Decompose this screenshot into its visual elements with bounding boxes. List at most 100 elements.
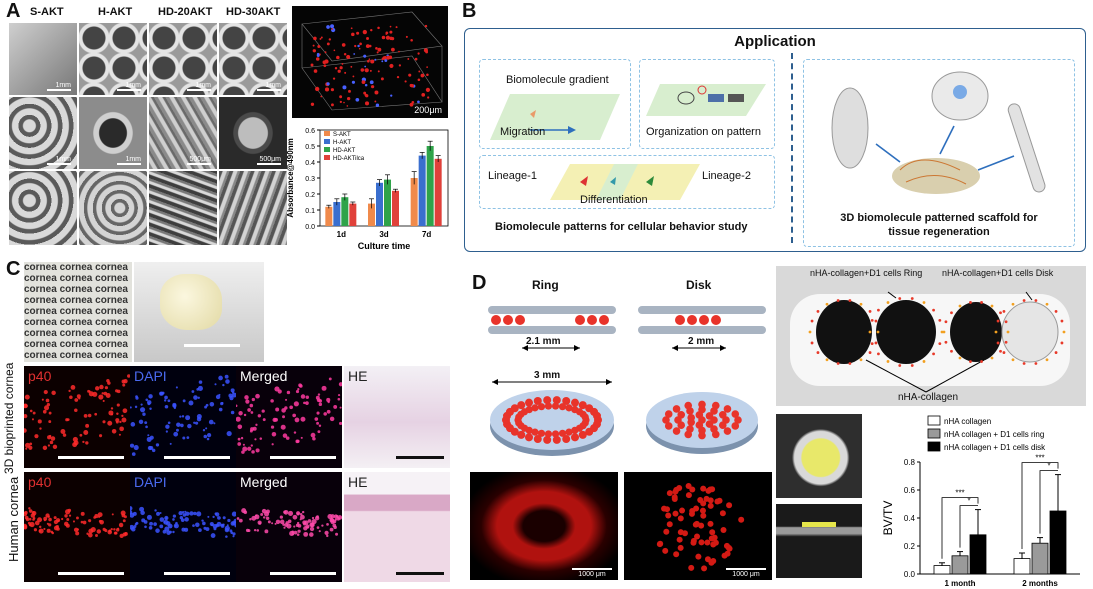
cell-dot: [810, 319, 814, 323]
cell-bead: [578, 430, 587, 439]
cell-dot: [874, 341, 878, 345]
nucleus: [163, 399, 167, 402]
nucleus: [24, 394, 30, 400]
cell-bead: [677, 411, 686, 419]
cornea-text-row: cornea cornea cornea: [24, 328, 128, 339]
nucleus: [259, 437, 263, 440]
bar: [951, 555, 969, 575]
nucleus: [173, 431, 179, 437]
right-caption-line1: 3D biomolecule patterned scaffold for: [840, 212, 1038, 224]
nucleus: [24, 512, 28, 517]
nucleus: [288, 510, 294, 516]
nucleus: [153, 522, 157, 526]
cell-bead: [711, 430, 720, 439]
nucleus: [115, 418, 120, 423]
cell-dot: [726, 545, 733, 552]
nucleus: [98, 394, 104, 400]
row-label-bioprinted: 3D bioprinted cornea: [2, 362, 16, 474]
cell-dot: [396, 75, 400, 79]
divider: [791, 53, 793, 243]
cell-dot: [343, 52, 347, 56]
cell-bead: [571, 398, 579, 407]
nucleus: [167, 399, 171, 403]
cell-bead: [537, 429, 546, 437]
nucleus: [241, 508, 247, 514]
nucleus: [74, 398, 79, 402]
nucleus: [230, 388, 235, 393]
nucleus: [32, 511, 35, 514]
cell-dot: [710, 541, 717, 548]
cell-dot: [874, 319, 878, 323]
nucleus: [193, 421, 196, 424]
legend-swatch: [927, 428, 941, 439]
nucleus: [303, 531, 309, 537]
nucleus: [197, 385, 203, 391]
nucleus: [225, 535, 228, 538]
nucleus: [247, 408, 251, 412]
cell-dot: [671, 494, 678, 501]
cell-bead: [531, 404, 539, 412]
cell-dot: [876, 330, 880, 334]
nucleus: [227, 518, 231, 523]
cell-bead: [711, 401, 720, 410]
cell-dot: [409, 102, 414, 107]
nucleus: [34, 520, 40, 526]
nucleus: [186, 436, 190, 440]
cell-dot: [398, 50, 400, 53]
nucleus: [43, 516, 48, 521]
nucleus: [134, 405, 138, 409]
cell-bead: [544, 402, 553, 410]
sem-h-akt-bottom: [78, 170, 148, 246]
cell-dot: [1034, 299, 1038, 302]
cell-dot: [672, 488, 679, 495]
cell-dot: [1034, 362, 1038, 365]
cell-bead: [525, 433, 533, 442]
nucleus: [39, 525, 42, 529]
nucleus: [251, 450, 255, 454]
legend-label: HD-AKTilca: [333, 156, 365, 162]
nucleus: [97, 512, 103, 518]
nucleus: [316, 411, 320, 415]
nucleus: [41, 398, 44, 401]
cell-dot: [859, 358, 863, 362]
nucleus: [108, 410, 114, 416]
cell-dot: [350, 27, 353, 30]
cell-dot: [1011, 358, 1015, 362]
nucleus: [75, 531, 80, 536]
cell-bead: [517, 401, 526, 410]
cell-dot: [361, 80, 366, 84]
sem-s-akt-top: 1mm: [8, 22, 78, 96]
nucleus: [212, 515, 215, 519]
nucleus: [184, 527, 189, 532]
nucleus: [49, 440, 54, 445]
cell-bead: [731, 422, 740, 430]
significance-label: ***: [955, 489, 964, 498]
nucleus: [138, 419, 144, 425]
cell-dot: [721, 552, 728, 559]
nucleus: [143, 520, 148, 524]
x-tick-label: 7d: [422, 230, 431, 239]
nucleus: [282, 433, 288, 438]
cell-dot: [369, 69, 372, 72]
nucleus: [38, 529, 41, 532]
cell-dot: [910, 297, 914, 300]
nucleus: [51, 531, 54, 535]
cell-dot: [1045, 358, 1049, 362]
cell-bead: [552, 435, 561, 444]
cell-dot: [1006, 330, 1010, 334]
cell-dot: [339, 66, 343, 70]
sem-hd30akt-top: 1mm: [218, 22, 288, 96]
disk-dim: 2 mm: [688, 336, 715, 347]
nucleus: [255, 514, 258, 517]
nucleus: [229, 529, 233, 533]
cell-dot: [375, 103, 380, 107]
nucleus: [169, 442, 172, 445]
cell-dot: [410, 84, 414, 88]
cell-dot: [334, 66, 338, 70]
gradient-box: Biomolecule gradient Migration: [479, 59, 631, 149]
he-bioprinted: HE: [344, 366, 450, 468]
nucleus: [111, 429, 117, 434]
disk-dots: [656, 483, 745, 572]
nucleus: [189, 511, 194, 516]
